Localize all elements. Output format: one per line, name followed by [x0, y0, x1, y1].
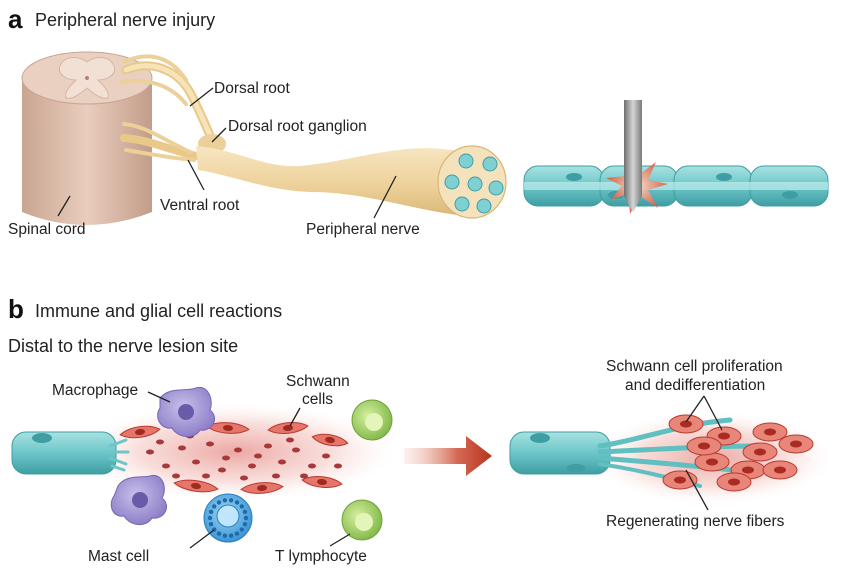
transition-arrow	[404, 436, 492, 476]
label-schwann-cells-2: cells	[302, 391, 333, 408]
proliferating-schwann-cell	[716, 472, 752, 492]
debris-particle	[308, 463, 316, 469]
granule	[216, 500, 222, 505]
granule	[228, 498, 234, 503]
regeneration-scene	[509, 412, 832, 504]
proliferating-schwann-cell	[686, 436, 722, 456]
debris-particle	[292, 447, 300, 453]
label-proliferation-2: and dedifferentiation	[625, 377, 765, 394]
label-proliferation-1: Schwann cell proliferation	[606, 358, 783, 375]
debris-particle	[334, 463, 342, 469]
debris-particle	[162, 463, 170, 469]
granule	[243, 515, 249, 521]
panel-b-letter: b	[8, 294, 24, 324]
schwann-cell	[119, 425, 161, 439]
debris-particle	[146, 449, 154, 455]
debris-particle	[218, 467, 226, 473]
schwann-cells-left	[119, 422, 349, 494]
granule	[212, 504, 217, 509]
label-peripheral-nerve: Peripheral nerve	[306, 221, 420, 238]
granule	[207, 515, 213, 521]
proliferating-schwann-cell	[742, 442, 778, 462]
panel-b-subtitle: Distal to the nerve lesion site	[8, 336, 238, 356]
debris-particle	[264, 443, 272, 449]
granule	[222, 533, 228, 538]
degeneration-scene	[11, 386, 395, 543]
proliferating-schwann-cell	[752, 422, 788, 442]
granule	[239, 504, 244, 509]
panel-b-title: Immune and glial cell reactions	[35, 301, 282, 321]
debris-particle	[240, 475, 248, 481]
debris-particle	[254, 453, 262, 459]
debris-particle	[278, 459, 286, 465]
schwann-cells-proliferating	[662, 414, 814, 492]
granule	[242, 509, 248, 515]
debris-particle	[202, 473, 210, 479]
label-macrophage: Macrophage	[52, 382, 138, 399]
panel-a-title: Peripheral nerve injury	[35, 10, 215, 30]
debris-particle	[156, 439, 164, 445]
granule	[242, 521, 248, 527]
debris-particle	[222, 455, 230, 461]
proliferating-schwann-cell	[694, 452, 730, 472]
peripheral-nerve	[120, 54, 507, 219]
schwann-cell	[206, 422, 250, 434]
schwann-cell	[173, 479, 219, 493]
granule	[234, 531, 240, 536]
debris-particle	[178, 445, 186, 451]
label-dorsal-root-ganglion: Dorsal root ganglion	[228, 118, 367, 135]
label-t-lymphocyte: T lymphocyte	[275, 548, 367, 565]
schwann-cell	[311, 433, 349, 447]
debris-particle	[206, 441, 214, 447]
debris-particle	[192, 459, 200, 465]
granule	[216, 531, 222, 536]
label-regenerating-fibers: Regenerating nerve fibers	[606, 513, 785, 530]
granule	[239, 527, 244, 532]
debris-particle	[172, 473, 180, 479]
granule	[208, 521, 214, 527]
spinal-cord	[21, 51, 153, 225]
label-mast-cell: Mast cell	[88, 548, 149, 565]
mast-cell-granules	[207, 498, 249, 538]
label-dorsal-root: Dorsal root	[214, 80, 290, 97]
granule	[234, 500, 240, 505]
proliferating-schwann-cell	[668, 414, 704, 434]
granule	[228, 533, 234, 538]
schwann-cell	[267, 422, 309, 434]
proliferating-schwann-cell	[778, 434, 814, 454]
debris-particle	[322, 453, 330, 459]
label-spinal-cord: Spinal cord	[8, 221, 86, 238]
debris-particle	[300, 473, 308, 479]
proliferating-schwann-cell	[762, 460, 798, 480]
label-ventral-root: Ventral root	[160, 197, 240, 214]
debris-particle	[234, 447, 242, 453]
label-schwann-cells-1: Schwann	[286, 373, 350, 390]
debris-particle	[248, 463, 256, 469]
nerve-fascicles	[444, 153, 504, 214]
panel-a-letter: a	[8, 4, 23, 34]
schwann-cell	[301, 476, 343, 488]
axon-injury	[523, 100, 829, 214]
granule	[222, 498, 228, 503]
needle	[624, 100, 642, 212]
debris-particle	[272, 473, 280, 479]
granule	[208, 509, 214, 515]
schwann-cell	[240, 482, 284, 494]
debris-particle	[286, 437, 294, 443]
